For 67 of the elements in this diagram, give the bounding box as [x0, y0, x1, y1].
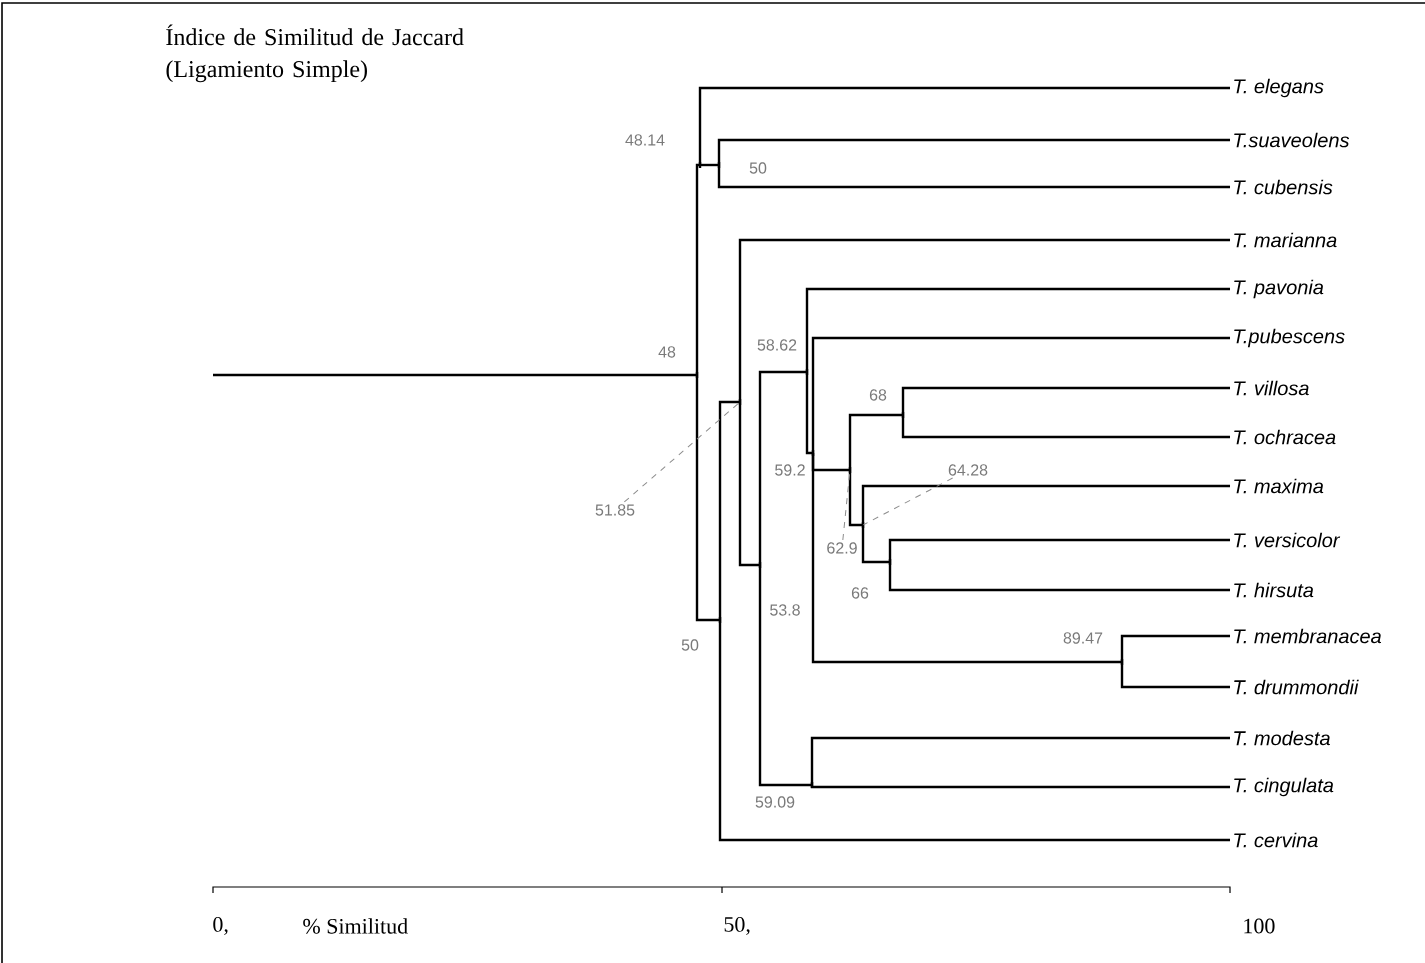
dendrogram-branch [1120, 662, 1230, 689]
axis-label: 0, [213, 917, 228, 935]
dendrogram-branch [213, 373, 697, 377]
leader-line [862, 477, 954, 526]
similarity-value: 48.14 [625, 134, 665, 146]
dendrogram-branch [718, 620, 1230, 842]
dendrogram-branch [717, 138, 1230, 165]
dendrogram-branch [811, 336, 1230, 453]
similarity-value: 62.9 [827, 542, 857, 554]
dendrogram-branch [888, 562, 1230, 592]
dendrogram-branch [698, 86, 1230, 165]
axis-label: 100 [1244, 918, 1275, 934]
species-label: T.suaveolens [1234, 132, 1350, 148]
species-label: T. versicolor [1234, 532, 1341, 548]
species-label: T. cervina [1234, 832, 1318, 848]
similarity-value: 89.47 [1063, 632, 1103, 644]
axis-label: % Similitud [303, 918, 408, 934]
species-label: T. pavonia [1234, 279, 1324, 299]
dendrogram-branch [738, 402, 760, 567]
dendrogram-branch [700, 163, 719, 167]
dendrogram-branch [888, 538, 1230, 562]
dendrogram-branch [718, 400, 740, 620]
species-label: T. marianna [1234, 232, 1337, 248]
similarity-value: 50 [749, 162, 767, 174]
dendrogram-branch [810, 736, 1230, 785]
dendrogram-branch [758, 565, 812, 787]
dendrogram-branch [805, 287, 1230, 372]
dendrogram-branch [695, 375, 720, 622]
similarity-value: 50 [681, 639, 699, 651]
similarity-value: 51.85 [595, 504, 635, 516]
dendrogram-branch [1120, 634, 1230, 662]
title: Índice de Similitud de Jaccard (Ligamiento Simple) [166, 24, 464, 83]
species-label: T. cubensis [1234, 179, 1333, 195]
similarity-value: 66 [851, 587, 869, 599]
dendrogram-branch [861, 525, 890, 564]
species-label: T. villosa [1234, 380, 1309, 396]
leader-line [623, 401, 741, 503]
dendrogram-branch [758, 370, 807, 565]
species-label: T. ochracea [1234, 429, 1336, 445]
leader-line [842, 469, 851, 541]
similarity-value: 53.8 [770, 604, 800, 616]
species-label: T. cingulata [1234, 777, 1334, 797]
similarity-value: 64.28 [948, 464, 988, 476]
dendrogram-branch [695, 163, 700, 375]
dendrogram-branch [901, 415, 1230, 439]
dendrogram-branch [811, 453, 1122, 664]
dendrogram-branch [848, 413, 903, 470]
species-label: T. hirsuta [1234, 582, 1314, 598]
similarity-value: 58.62 [757, 339, 797, 351]
dendrogram-branch [717, 165, 1230, 189]
species-label: T. drummondii [1234, 679, 1359, 695]
similarity-value: 59.09 [755, 796, 795, 808]
similarity-value: 59.2 [775, 464, 805, 476]
dendrogram-branch [848, 470, 863, 527]
dendrogram-branch [738, 238, 1230, 402]
similarity-value: 48 [658, 346, 676, 358]
similarity-value: 68 [869, 389, 887, 401]
species-label: T. maxima [1234, 478, 1324, 494]
species-label: T. elegans [1234, 78, 1324, 98]
species-label: T. modesta [1234, 730, 1330, 746]
dendrogram-branch [861, 484, 1230, 525]
species-label: T. membranacea [1234, 628, 1382, 644]
dendrogram-branch [901, 386, 1230, 415]
dendrogram-branch [805, 372, 813, 455]
dendrogram-branch [810, 784, 1230, 789]
axis-label: 50, [724, 917, 750, 935]
species-label: T.pubescens [1234, 328, 1345, 348]
